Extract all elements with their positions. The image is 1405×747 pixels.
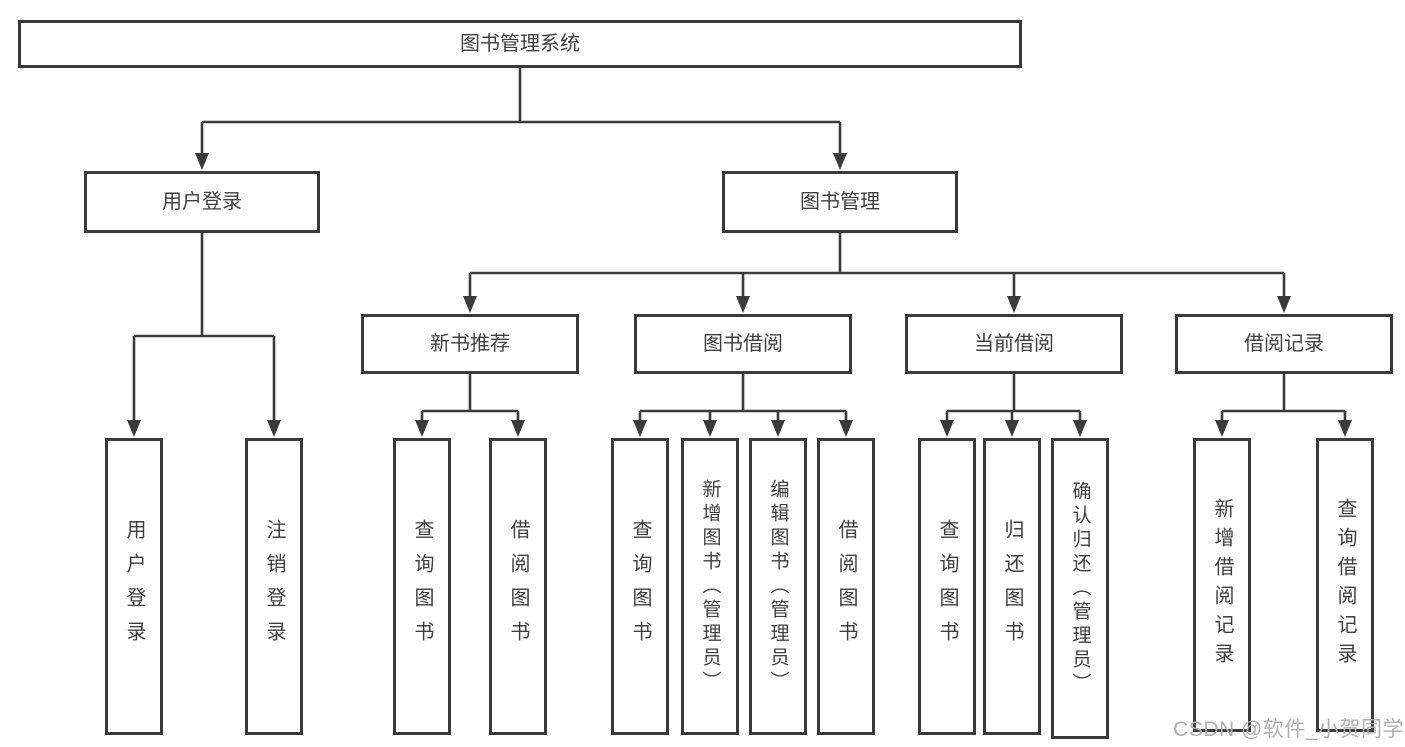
node-leaf-add-borrow-record: 新增借阅记录 <box>1193 438 1251 732</box>
arrow-down-icon <box>127 420 141 437</box>
node-leaf-edit-books-admin: 编辑图书（管理员） <box>749 438 807 735</box>
arrow-down-icon <box>940 420 954 437</box>
node-leaf-query-books-3: 查询图书 <box>918 438 976 735</box>
node-leaf-return-books: 归还图书 <box>983 438 1041 735</box>
node-root-system: 图书管理系统 <box>18 20 1022 68</box>
watermark: CSDN @软件_小贺同学 <box>1173 718 1404 741</box>
node-leaf-user-login: 用户登录 <box>105 438 163 735</box>
node-user-login: 用户登录 <box>84 171 320 233</box>
node-book-management: 图书管理 <box>722 171 958 233</box>
arrow-down-icon <box>833 153 847 170</box>
arrow-down-icon <box>1277 296 1291 313</box>
node-leaf-logout: 注销登录 <box>245 438 303 735</box>
connector-borrow-records-branch <box>1220 374 1347 422</box>
node-new-book-recommend: 新书推荐 <box>361 314 579 374</box>
node-leaf-confirm-return-admin: 确认归还（管理员） <box>1051 438 1109 739</box>
node-leaf-query-borrow-record: 查询借阅记录 <box>1316 438 1374 732</box>
arrow-down-icon <box>703 420 717 437</box>
arrow-down-icon <box>1005 420 1019 437</box>
arrow-down-icon <box>736 296 750 313</box>
connector-root-branch <box>200 68 842 155</box>
connector-book-mgmt-branch <box>468 233 1286 298</box>
node-book-borrow: 图书借阅 <box>634 314 852 374</box>
arrow-down-icon <box>195 153 209 170</box>
connector-arrowheads <box>127 153 1352 437</box>
connector-new-books-branch <box>420 374 520 422</box>
node-leaf-add-books-admin: 新增图书（管理员） <box>681 438 739 735</box>
arrow-down-icon <box>1007 296 1021 313</box>
node-leaf-borrow-books-1: 借阅图书 <box>489 438 547 735</box>
arrow-down-icon <box>1215 420 1229 437</box>
connector-user-login-branch <box>132 233 276 422</box>
arrow-down-icon <box>633 420 647 437</box>
node-current-borrow: 当前借阅 <box>905 314 1123 374</box>
node-leaf-query-books-1: 查询图书 <box>393 438 451 735</box>
connector-lines <box>132 68 1347 422</box>
arrow-down-icon <box>771 420 785 437</box>
arrow-down-icon <box>1073 420 1087 437</box>
arrow-down-icon <box>1338 420 1352 437</box>
arrow-down-icon <box>839 420 853 437</box>
arrow-down-icon <box>511 420 525 437</box>
node-borrow-records: 借阅记录 <box>1175 314 1393 374</box>
connector-current-borrow-branch <box>945 374 1082 422</box>
node-leaf-query-books-2: 查询图书 <box>611 438 669 735</box>
arrow-down-icon <box>415 420 429 437</box>
arrow-down-icon <box>267 420 281 437</box>
connector-book-borrow-branch <box>638 374 848 422</box>
arrow-down-icon <box>463 296 477 313</box>
node-leaf-borrow-books-2: 借阅图书 <box>817 438 875 735</box>
